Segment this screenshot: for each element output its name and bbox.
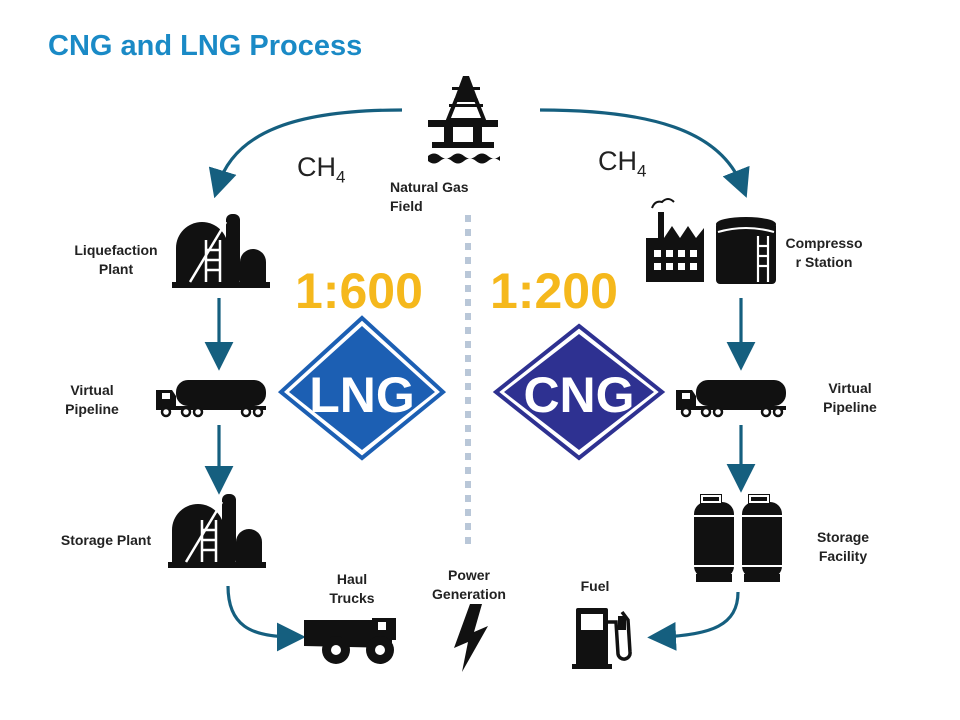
- flow-arrows: [204, 108, 756, 652]
- compressor-station-icon: [646, 198, 776, 284]
- storage-facility-label: Storage Facility: [816, 529, 870, 564]
- virtual-pipeline-label-cng: Virtual Pipeline: [823, 380, 877, 415]
- cng-badge: CNG: [492, 323, 666, 461]
- virtual-pipeline-label-lng: Virtual Pipeline: [65, 382, 119, 417]
- arrow-field-to-liquefaction: [208, 108, 403, 199]
- fuel-label: Fuel: [580, 578, 610, 594]
- storage-plant-label: Storage Plant: [60, 532, 152, 548]
- tanker-truck-icon-cng: [676, 380, 786, 418]
- lng-badge-text: LNG: [309, 367, 415, 423]
- page-title: CNG and LNG Process: [48, 30, 363, 62]
- natural-gas-field-label: Natural Gas Field: [390, 179, 469, 214]
- arrow-field-to-compressor: [539, 108, 750, 198]
- oil-rig-icon: [428, 76, 500, 164]
- gas-cylinders-icon: [694, 494, 782, 582]
- haul-truck-icon: [304, 618, 396, 664]
- lng-ratio: 1:600: [295, 263, 423, 319]
- cng-badge-text: CNG: [523, 367, 634, 423]
- liquefaction-plant-label: Liquefaction Plant: [74, 242, 158, 277]
- arrow-storage-to-trucks: [226, 585, 306, 652]
- cng-formula: CH4: [598, 146, 647, 181]
- power-generation-label: Power Generation: [432, 567, 506, 602]
- haul-trucks-label: Haul Trucks: [329, 571, 375, 606]
- fuel-pump-icon: [572, 608, 632, 669]
- lightning-bolt-icon: [454, 604, 488, 672]
- storage-plant-icon: [168, 494, 266, 568]
- tanker-truck-icon-lng: [156, 380, 266, 418]
- compressor-station-label: Compresso r Station: [785, 235, 863, 270]
- liquefaction-plant-icon: [172, 214, 270, 288]
- arrow-storage-to-fuel: [647, 591, 740, 651]
- lng-formula: CH4: [297, 152, 346, 187]
- lng-badge: LNG: [277, 315, 447, 461]
- cng-ratio: 1:200: [490, 263, 618, 319]
